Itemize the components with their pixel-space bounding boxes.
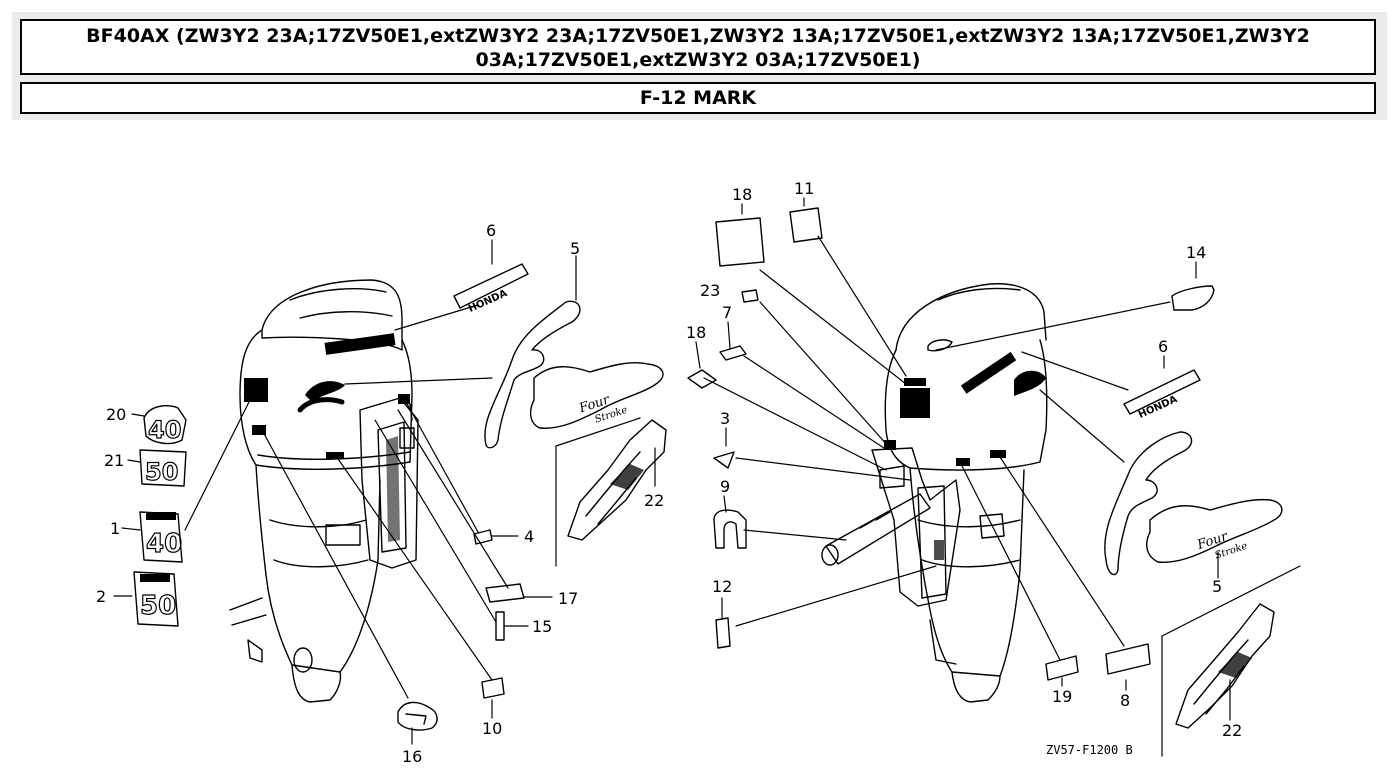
callout-18: 18 (732, 185, 752, 204)
honda-decal-left: HONDA (453, 263, 529, 315)
badge-50-small: 50 (139, 449, 187, 487)
four-stroke-decal-left: Four Stroke (484, 300, 664, 449)
honda-decal-text-right: HONDA (1137, 394, 1179, 421)
right-decal-parts: HONDA Four Stroke (687, 207, 1283, 729)
right-outboard-motor (821, 283, 1048, 703)
callout-7: 7 (722, 303, 732, 322)
label-12 (715, 617, 731, 649)
honda-decal-right: HONDA (1123, 369, 1201, 421)
callout-numbers: 6 5 20 21 1 2 22 4 17 15 10 16 18 11 23 … (96, 179, 1242, 766)
triangle-3 (713, 451, 735, 469)
left-leader-lines (113, 239, 656, 745)
callout-10: 10 (482, 719, 502, 738)
label-16 (485, 583, 525, 603)
callout-5-left: 5 (570, 239, 580, 258)
label-18 (715, 217, 765, 267)
label-7 (719, 345, 747, 361)
left-outboard-motor (229, 279, 419, 703)
callout-19: 19 (1052, 687, 1072, 706)
clip-9 (713, 509, 747, 549)
page-title: BF40AX (ZW3Y2 23A;17ZV50E1,extZW3Y2 23A;… (20, 19, 1376, 75)
callout-12: 12 (712, 577, 732, 596)
badge-50-large: 50 (133, 571, 179, 627)
left-decal-parts: HONDA Four Stroke 40 50 40 (133, 263, 667, 731)
callout-22-left: 22 (644, 491, 664, 510)
callout-6-left: 6 (486, 221, 496, 240)
callout-22-right: 22 (1222, 721, 1242, 740)
callout-14: 14 (1186, 243, 1206, 262)
callout-21: 21 (104, 451, 124, 470)
badge-40-small-text: 40 (148, 416, 181, 444)
side-graphic-decal-left (567, 419, 667, 541)
callout-9: 9 (720, 477, 730, 496)
honda-decal-text-left: HONDA (467, 288, 509, 315)
callout-1: 1 (110, 519, 120, 538)
label-17 (687, 369, 717, 389)
callout-17: 18 (686, 323, 706, 342)
label-8 (1105, 643, 1151, 675)
clip-15 (397, 701, 438, 731)
callout-15: 16 (402, 747, 422, 766)
label-14 (1171, 285, 1215, 311)
label-13 (495, 611, 505, 641)
section-title: F-12 MARK (20, 82, 1376, 114)
label-19 (1045, 655, 1079, 681)
callout-4: 4 (524, 527, 534, 546)
callout-13: 15 (532, 617, 552, 636)
wing-logo (927, 339, 953, 352)
callout-6-right: 6 (1158, 337, 1168, 356)
callout-16: 17 (558, 589, 578, 608)
right-leader-lines (695, 197, 1301, 757)
label-11 (789, 207, 823, 243)
four-stroke-decal-right: Four Stroke (1104, 431, 1283, 576)
badge-40-large-text: 40 (146, 529, 182, 559)
callout-23: 23 (700, 281, 720, 300)
callout-5-right: 5 (1212, 577, 1222, 596)
callout-20: 20 (106, 405, 126, 424)
callout-8: 8 (1120, 691, 1130, 710)
label-4 (473, 529, 493, 545)
callout-2: 2 (96, 587, 106, 606)
badge-50-large-text: 50 (140, 591, 176, 621)
callout-11: 11 (794, 179, 814, 198)
badge-40-small: 40 (143, 405, 187, 445)
badge-40-large: 40 (139, 511, 183, 563)
side-graphic-decal-right (1175, 603, 1275, 729)
label-23 (741, 289, 759, 303)
label-10 (481, 677, 505, 699)
drawing-code: ZV57-F1200 B (1046, 743, 1133, 757)
badge-50-small-text: 50 (145, 458, 178, 486)
callout-3: 3 (720, 409, 730, 428)
